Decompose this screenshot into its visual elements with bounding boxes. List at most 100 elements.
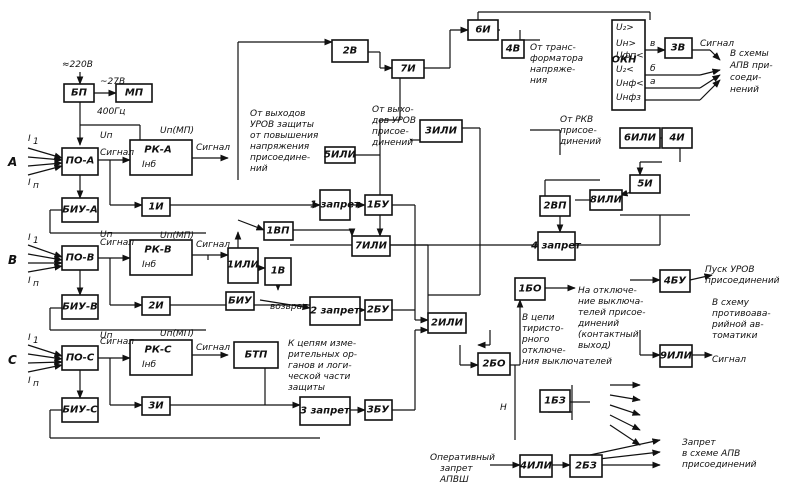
current-in-a: I	[28, 178, 31, 188]
block-8ili: 8ИЛИ	[589, 189, 623, 211]
svg-text:2ИЛИ: 2ИЛИ	[431, 318, 464, 329]
block-2bu: 2БУ	[364, 299, 393, 321]
svg-text:3И: 3И	[148, 401, 164, 412]
svg-text:Запрет: Запрет	[682, 438, 716, 448]
svg-text:от повышения: от повышения	[250, 131, 319, 141]
svg-text:Uн>: Uн>	[616, 39, 636, 49]
phase-c-label: С	[8, 353, 17, 367]
current-in-a-sub: п	[33, 181, 39, 191]
up-mp-label-b: Uп(МП)	[160, 231, 194, 241]
block-3i: 3И	[141, 396, 171, 416]
svg-text:1В: 1В	[271, 266, 286, 277]
block-okn: ОКН	[611, 19, 646, 111]
block-1bo: 1БО	[514, 277, 546, 301]
svg-text:напряже-: напряже-	[530, 65, 575, 75]
svg-text:соеди-: соеди-	[730, 73, 761, 83]
block-2bz: 2БЗ	[569, 454, 603, 478]
block-rk-b: РК-В	[129, 239, 193, 276]
svg-text:ПО-С: ПО-С	[66, 353, 95, 364]
svg-text:От РКВ: От РКВ	[560, 115, 593, 125]
block-po-a: ПО-А	[61, 147, 99, 176]
svg-text:выход): выход)	[578, 341, 611, 351]
svg-text:1 запрет: 1 запрет	[310, 200, 361, 211]
svg-text:БИУ-А: БИУ-А	[62, 205, 98, 216]
svg-text:7ИЛИ: 7ИЛИ	[355, 241, 388, 252]
svg-text:отключе-: отключе-	[522, 346, 566, 356]
block-7ili: 7ИЛИ	[351, 235, 391, 257]
ind-label-c: Iнб	[142, 360, 157, 370]
block-3v: 3В	[664, 37, 693, 59]
current-i1-b-sub: 1	[33, 236, 39, 246]
svg-text:БИУ-В: БИУ-В	[62, 302, 97, 313]
text-thyristor: В цепи тиристо- рного отключе- ния выклю…	[521, 313, 612, 367]
okn-letter-a: а	[650, 77, 656, 87]
ind-label-a: Iнб	[142, 160, 157, 170]
svg-text:1ВП: 1ВП	[267, 226, 291, 237]
block-bp: БП	[63, 83, 95, 103]
block-5i: 5И	[629, 174, 661, 194]
svg-text:2ВП: 2ВП	[544, 201, 568, 212]
block-biu-a: БИУ-А	[61, 197, 99, 223]
ind-label-b: Iнб	[142, 260, 157, 270]
block-biu: БИУ	[225, 291, 255, 311]
svg-text:рийной ав-: рийной ав-	[711, 320, 764, 330]
svg-text:U₂<: U₂<	[616, 65, 634, 75]
block-6ili: 6ИЛИ	[619, 127, 661, 149]
svg-text:От выхо-: От выхо-	[372, 105, 414, 115]
svg-text:(контактный: (контактный	[578, 330, 639, 340]
block-zapret-2: 2 запрет	[309, 296, 361, 326]
phase-a-label: А	[7, 155, 17, 169]
svg-text:Uнф<: Uнф<	[616, 79, 644, 89]
svg-text:ния выключателей: ния выключателей	[522, 357, 612, 367]
text-measure: К цепям изме- рительных ор- ганов и логи…	[287, 339, 357, 393]
okn-outputs: U₂> Uн> Uфп< U₂< Uнф< Uнфз	[616, 23, 644, 103]
block-zapret-3: 3 запрет	[299, 396, 351, 426]
svg-text:4 запрет: 4 запрет	[530, 241, 582, 252]
svg-text:форматора: форматора	[530, 54, 583, 64]
svg-text:БИУ-С: БИУ-С	[62, 405, 98, 416]
block-2ili: 2ИЛИ	[427, 312, 467, 334]
svg-text:ОКН: ОКН	[611, 55, 637, 66]
svg-text:РК-С: РК-С	[145, 345, 173, 356]
block-rk-a: РК-А	[129, 139, 193, 176]
svg-text:1И: 1И	[148, 202, 164, 213]
svg-text:ния: ния	[530, 76, 548, 86]
svg-text:запрет: запрет	[440, 464, 473, 474]
svg-text:4БУ: 4БУ	[663, 276, 688, 287]
vozvrat-label: возврат	[270, 302, 308, 312]
svg-text:8ИЛИ: 8ИЛИ	[590, 195, 623, 206]
svg-text:1БУ: 1БУ	[367, 200, 391, 211]
text-rkv: От РКВ присое- динений	[559, 115, 601, 147]
svg-text:МП: МП	[125, 88, 144, 99]
text-apv-ban: Запрет в схеме АПВ присоединений	[682, 438, 757, 470]
block-1v: 1В	[264, 257, 292, 286]
svg-text:ние выключа-: ние выключа-	[578, 297, 643, 307]
signal-label-b2: Сигнал	[196, 240, 230, 250]
svg-text:2И: 2И	[148, 301, 164, 312]
block-4v: 4В	[501, 39, 525, 59]
supply-400hz-label: 400Гц	[97, 107, 125, 117]
svg-text:От транс-: От транс-	[530, 43, 576, 53]
current-i1-a: I	[28, 134, 31, 144]
signal-label-c2: Сигнал	[196, 343, 230, 353]
svg-text:1ИЛИ: 1ИЛИ	[227, 260, 260, 271]
block-3ili: 3ИЛИ	[419, 119, 463, 143]
svg-text:От выходов: От выходов	[250, 109, 305, 119]
block-2i: 2И	[141, 296, 171, 316]
block-4bu: 4БУ	[659, 269, 691, 293]
svg-text:ний: ний	[250, 164, 268, 174]
block-1vp: 1ВП	[263, 221, 294, 241]
svg-text:5ИЛИ: 5ИЛИ	[324, 150, 357, 161]
block-po-c: ПО-С	[61, 345, 99, 371]
current-in-b: I	[28, 276, 31, 286]
block-1i: 1И	[141, 197, 171, 217]
svg-text:противоава-: противоава-	[712, 309, 771, 319]
block-5ili: 5ИЛИ	[324, 146, 357, 164]
text-off-switches: На отключе- ние выключа- телей присое- д…	[577, 286, 645, 351]
svg-text:К цепям изме-: К цепям изме-	[288, 339, 356, 349]
signal-label-b1: Сигнал	[100, 238, 134, 248]
text-transformer: От транс- форматора напряже- ния	[530, 43, 583, 86]
svg-text:динений: динений	[371, 138, 413, 148]
svg-text:ПО-В: ПО-В	[66, 253, 95, 264]
